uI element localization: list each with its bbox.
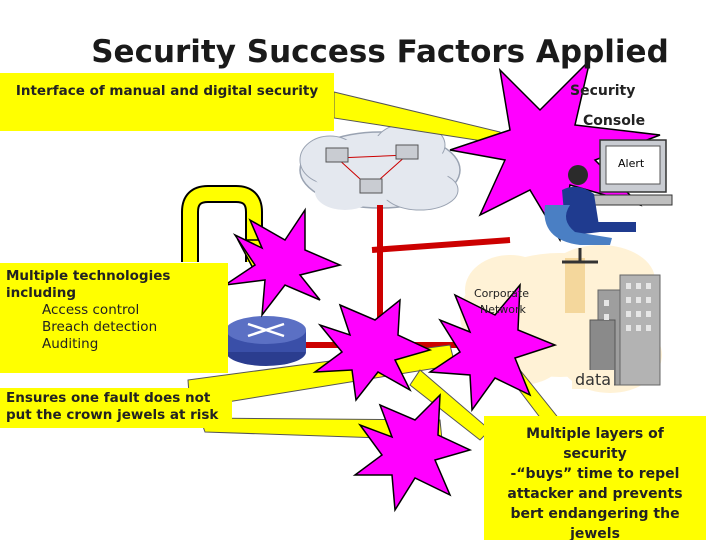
data-label: data (572, 370, 615, 389)
internet-cloud (299, 122, 461, 211)
starburst (352, 393, 473, 513)
technology-item: Breach detection (42, 319, 158, 335)
starburst (224, 207, 343, 318)
person-icon (544, 165, 636, 264)
security-console-label: Security (570, 83, 636, 99)
alert-label: Alert (618, 157, 645, 170)
interface-callout: Interface of manual and digital security (0, 73, 334, 131)
fault-callout-line2: put the crown jewels at risk (6, 407, 219, 423)
technology-item: Access control (42, 302, 140, 318)
corporate-network-label: Corporate (474, 287, 529, 300)
technology-item: Auditing (42, 336, 99, 352)
layers-callout: Multiple layers of security -“buys” time… (484, 416, 706, 540)
corporate-network-label-line2: Network (480, 303, 526, 316)
layers-callout-line3: -“buys” time to repel (510, 466, 680, 482)
building-icon (589, 274, 661, 386)
starburst (312, 298, 433, 402)
technologies-heading-line2: including (6, 285, 77, 301)
technologies-callout: Multiple technologies including Access c… (0, 263, 228, 373)
layers-callout-line2: security (563, 446, 627, 462)
layers-callout-line6: jewels (570, 526, 620, 540)
fault-callout-line1: Ensures one fault does not (6, 390, 211, 406)
security-console-computer (591, 139, 673, 206)
router-icon (226, 316, 306, 366)
starburst (427, 282, 558, 413)
security-console-label-line2: Console (583, 113, 646, 129)
page-title: Security Success Factors Applied (91, 34, 669, 70)
layers-callout-line1: Multiple layers of (526, 426, 664, 442)
layers-callout-line4: attacker and prevents (507, 486, 683, 502)
technologies-heading: Multiple technologies (6, 268, 171, 284)
fault-callout: Ensures one fault does not put the crown… (0, 388, 232, 428)
layers-callout-line5: bert endangering the (510, 506, 680, 522)
interface-callout-text: Interface of manual and digital security (15, 83, 319, 99)
